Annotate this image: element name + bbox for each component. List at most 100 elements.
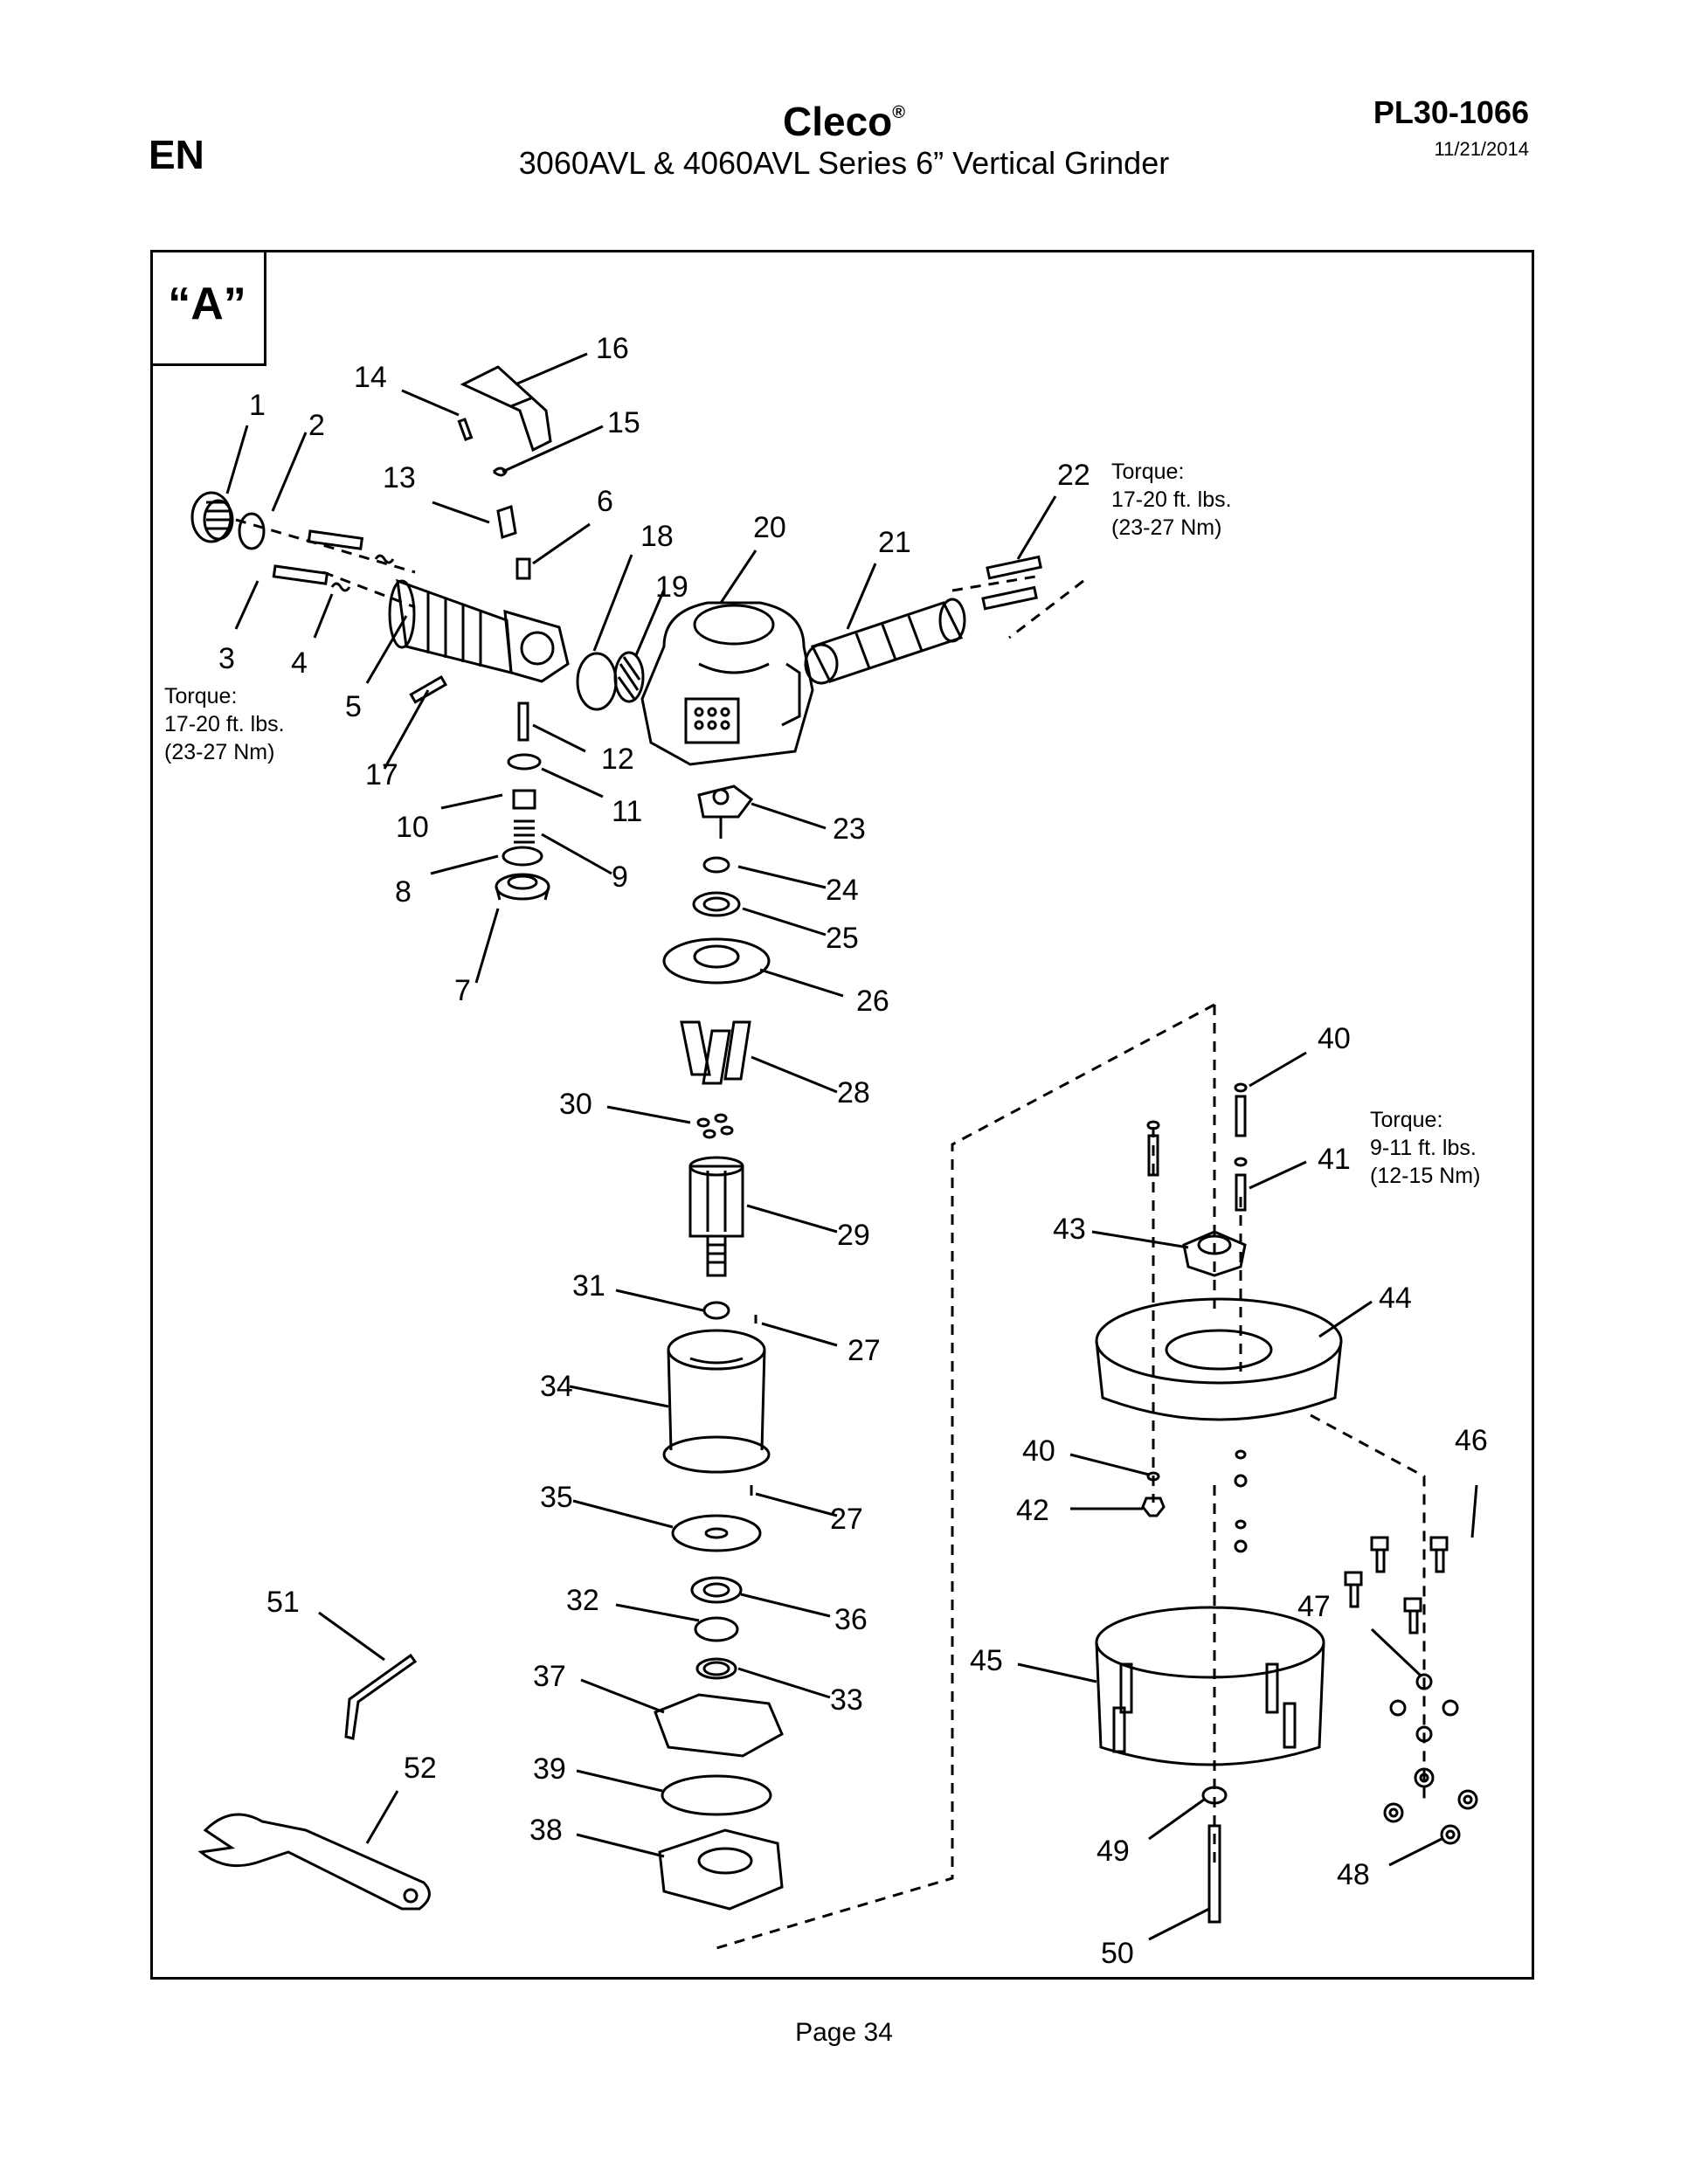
part-screws-40-41 (1146, 1082, 1248, 1212)
part-ring-31 (702, 1301, 730, 1320)
torque-note-guard: Torque: 9-11 ft. lbs. (12-15 Nm) (1370, 1108, 1480, 1188)
torque-label: Torque: (164, 684, 237, 708)
document-number: PL30-1066 (1373, 94, 1529, 130)
callout-17: 17 (365, 758, 398, 791)
part-rotor-29 (688, 1156, 744, 1277)
torque-label: Torque: (1370, 1108, 1442, 1132)
leader-lines (225, 352, 1478, 1941)
brand-name: Cleco® (0, 98, 1688, 145)
part-nut-plate-43 (1182, 1230, 1247, 1277)
part-bearing-36 (690, 1576, 743, 1604)
callout-6: 6 (597, 485, 613, 518)
part-o-ring-18 (576, 652, 618, 711)
part-valve-10 (512, 789, 536, 810)
torque-label: Torque: (1111, 460, 1184, 484)
part-guard-parts (1234, 1449, 1248, 1553)
torque-nm: (12-15 Nm) (1370, 1164, 1480, 1188)
part-screw-22a (986, 555, 1042, 580)
part-bolts-46 (1344, 1536, 1449, 1635)
torque-ftlb: 9-11 ft. lbs. (1370, 1136, 1477, 1160)
callout-35: 35 (540, 1481, 573, 1514)
document-title: 3060AVL & 4060AVL Series 6” Vertical Gri… (518, 145, 1170, 181)
callout-33: 33 (830, 1683, 863, 1717)
wrench-hole (403, 1888, 419, 1904)
callout-41: 41 (1318, 1143, 1351, 1176)
part-pin-14 (457, 418, 474, 441)
callout-28: 28 (837, 1076, 870, 1109)
callout-13: 13 (383, 461, 416, 494)
part-spring-9 (514, 819, 535, 844)
part-pin-17 (409, 674, 448, 704)
part-washer-40b (1146, 1471, 1160, 1482)
callout-21: 21 (878, 526, 911, 559)
callout-50: 50 (1101, 1937, 1134, 1970)
part-latch-13 (496, 505, 517, 539)
part-guard-band-45 (1095, 1606, 1325, 1766)
diagram-frame (150, 250, 1534, 1980)
torque-nm: (23-27 Nm) (164, 740, 274, 764)
callout-31: 31 (572, 1269, 605, 1303)
page-number: Page 34 (795, 2018, 893, 2047)
part-lock-washers-47 (1389, 1673, 1459, 1743)
part-washer-49 (1201, 1786, 1228, 1805)
callout-38: 38 (529, 1814, 563, 1847)
document-date: 11/21/2014 (1434, 138, 1529, 160)
callout-24: 24 (826, 874, 859, 907)
part-screws-left (272, 529, 364, 585)
part-screw-22b (981, 585, 1038, 611)
part-throttle-lever (460, 365, 552, 453)
part-bearing-25 (692, 891, 741, 917)
callout-51: 51 (266, 1586, 300, 1619)
part-air-inlet (190, 491, 234, 543)
part-nuts-48 (1383, 1767, 1478, 1845)
callout-42: 42 (1016, 1494, 1049, 1527)
part-cylinder-34 (662, 1329, 771, 1474)
callout-36: 36 (834, 1603, 868, 1636)
callout-12: 12 (601, 743, 634, 776)
callout-40b: 40 (1022, 1434, 1055, 1468)
callout-27a: 27 (847, 1334, 881, 1367)
part-cap-7 (495, 873, 550, 901)
part-nut-42 (1141, 1496, 1166, 1517)
callout-11: 11 (612, 795, 642, 828)
callout-25: 25 (826, 922, 859, 955)
part-valve-6 (515, 557, 531, 580)
callout-15: 15 (607, 406, 640, 439)
callout-numbers: 1 2 3 4 5 6 7 8 9 10 11 12 13 14 15 16 1… (218, 332, 1488, 1970)
callout-10: 10 (396, 811, 429, 844)
part-wheel-guard-44 (1095, 1297, 1343, 1421)
part-spindle-housing-38 (658, 1828, 784, 1911)
part-clip-b (330, 582, 351, 592)
callout-8: 8 (395, 875, 412, 909)
callout-46: 46 (1455, 1424, 1488, 1457)
callout-27b: 27 (830, 1503, 863, 1536)
part-o-ring-39 (661, 1774, 772, 1816)
part-screen-19 (613, 651, 645, 703)
part-pin-12 (517, 702, 529, 742)
part-pins-30 (696, 1113, 734, 1139)
registered-mark: ® (892, 103, 905, 122)
callout-19: 19 (655, 570, 688, 604)
part-o-ring-8 (502, 846, 543, 867)
part-vanes-28 (680, 1020, 751, 1085)
callout-4: 4 (291, 646, 308, 680)
callout-49: 49 (1097, 1835, 1130, 1868)
language-code: EN (149, 132, 204, 177)
part-spring-15 (492, 467, 508, 477)
tool-spanner-wrench (197, 1813, 431, 1911)
callout-29: 29 (837, 1219, 870, 1252)
part-main-housing (640, 601, 814, 766)
callout-52: 52 (404, 1752, 437, 1785)
part-ring-32 (694, 1616, 739, 1642)
part-washer-11 (507, 753, 542, 771)
part-bolt-50 (1207, 1824, 1221, 1924)
brand-text: Cleco (782, 99, 893, 144)
callout-40a: 40 (1318, 1022, 1351, 1055)
torque-ftlb: 17-20 ft. lbs. (164, 712, 285, 736)
callout-22: 22 (1057, 459, 1090, 492)
callout-39: 39 (533, 1752, 566, 1786)
part-seal-33 (695, 1657, 737, 1680)
torque-note-housing: Torque: 17-20 ft. lbs. (23-27 Nm) (164, 684, 285, 764)
callout-44: 44 (1379, 1282, 1412, 1315)
